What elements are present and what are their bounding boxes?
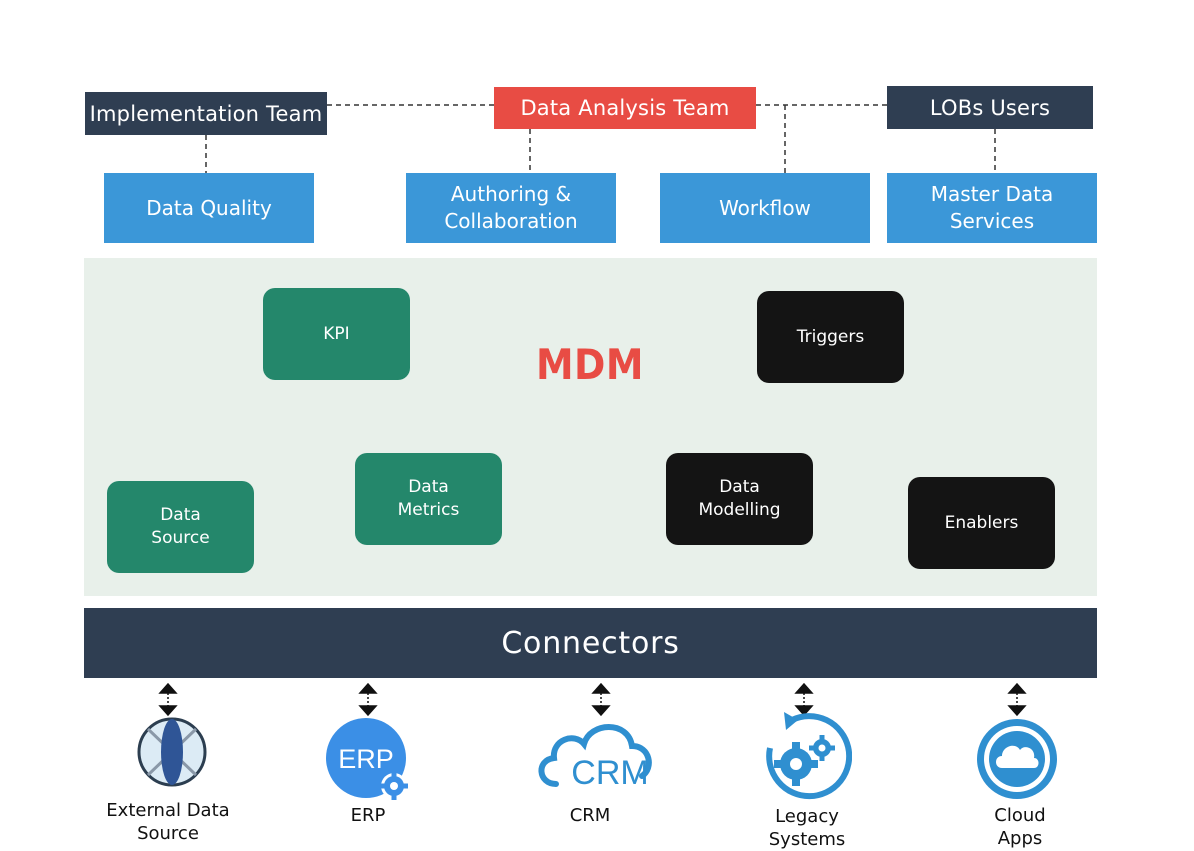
service-authoring-collaboration: Authoring & Collaboration xyxy=(406,173,616,243)
team-implementation-label: Implementation Team xyxy=(89,101,323,126)
team-lobs-users: LOBs Users xyxy=(887,86,1093,129)
mdm-box-label: Enablers xyxy=(944,512,1019,533)
mdm-box-data-modelling: Data Modelling xyxy=(666,453,813,545)
mdm-box-label: Data Metrics xyxy=(397,477,460,520)
double-arrow-icon xyxy=(591,682,611,717)
connectors-label: Connectors xyxy=(501,625,680,661)
mdm-box-kpi: KPI xyxy=(263,288,410,380)
source-label-erp: ERP xyxy=(350,805,386,826)
service-label: Authoring & Collaboration xyxy=(444,182,578,233)
mdm-box-label: Data Source xyxy=(151,505,210,548)
service-label: Master Data Services xyxy=(930,182,1054,233)
mdm-title: MDM xyxy=(535,340,645,389)
service-data-quality: Data Quality xyxy=(104,173,314,243)
service-master-data-services: Master Data Services xyxy=(887,173,1097,243)
double-arrow-icon xyxy=(358,682,378,717)
source-label-cloud-apps: Cloud Apps xyxy=(994,805,1046,849)
mdm-box-label: Triggers xyxy=(796,326,865,347)
team-data-analysis: Data Analysis Team xyxy=(494,87,756,129)
mdm-box-data-source: Data Source xyxy=(107,481,254,573)
crm-cloud-icon: CRM xyxy=(538,724,652,792)
erp-icon: ERP xyxy=(326,718,408,800)
mdm-box-triggers: Triggers xyxy=(757,291,904,383)
erp-icon-text: ERP xyxy=(338,744,394,774)
double-arrow-icon xyxy=(1007,682,1027,717)
double-arrow-icon xyxy=(158,682,178,717)
team-implementation: Implementation Team xyxy=(85,92,327,135)
source-label-crm: CRM xyxy=(569,805,611,826)
team-data-analysis-label: Data Analysis Team xyxy=(520,96,730,120)
mdm-box-label: KPI xyxy=(323,323,350,344)
service-workflow: Workflow xyxy=(660,173,870,243)
connectors-bar: Connectors xyxy=(84,608,1097,678)
source-label-legacy: Legacy Systems xyxy=(768,806,846,850)
cloud-icon xyxy=(977,719,1057,799)
mdm-box-enablers: Enablers xyxy=(908,477,1055,569)
team-lobs-label: LOBs Users xyxy=(929,95,1051,120)
double-arrow-icon xyxy=(794,682,814,717)
service-label: Data Quality xyxy=(146,195,272,220)
mdm-box-data-metrics: Data Metrics xyxy=(355,453,502,545)
service-label: Workflow xyxy=(719,195,811,220)
gears-refresh-icon xyxy=(766,712,852,800)
mdm-box-label: Data Modelling xyxy=(698,477,781,520)
globe-icon xyxy=(137,717,207,787)
crm-icon-text: CRM xyxy=(571,754,648,792)
source-label-external-data: External Data Source xyxy=(106,800,230,844)
